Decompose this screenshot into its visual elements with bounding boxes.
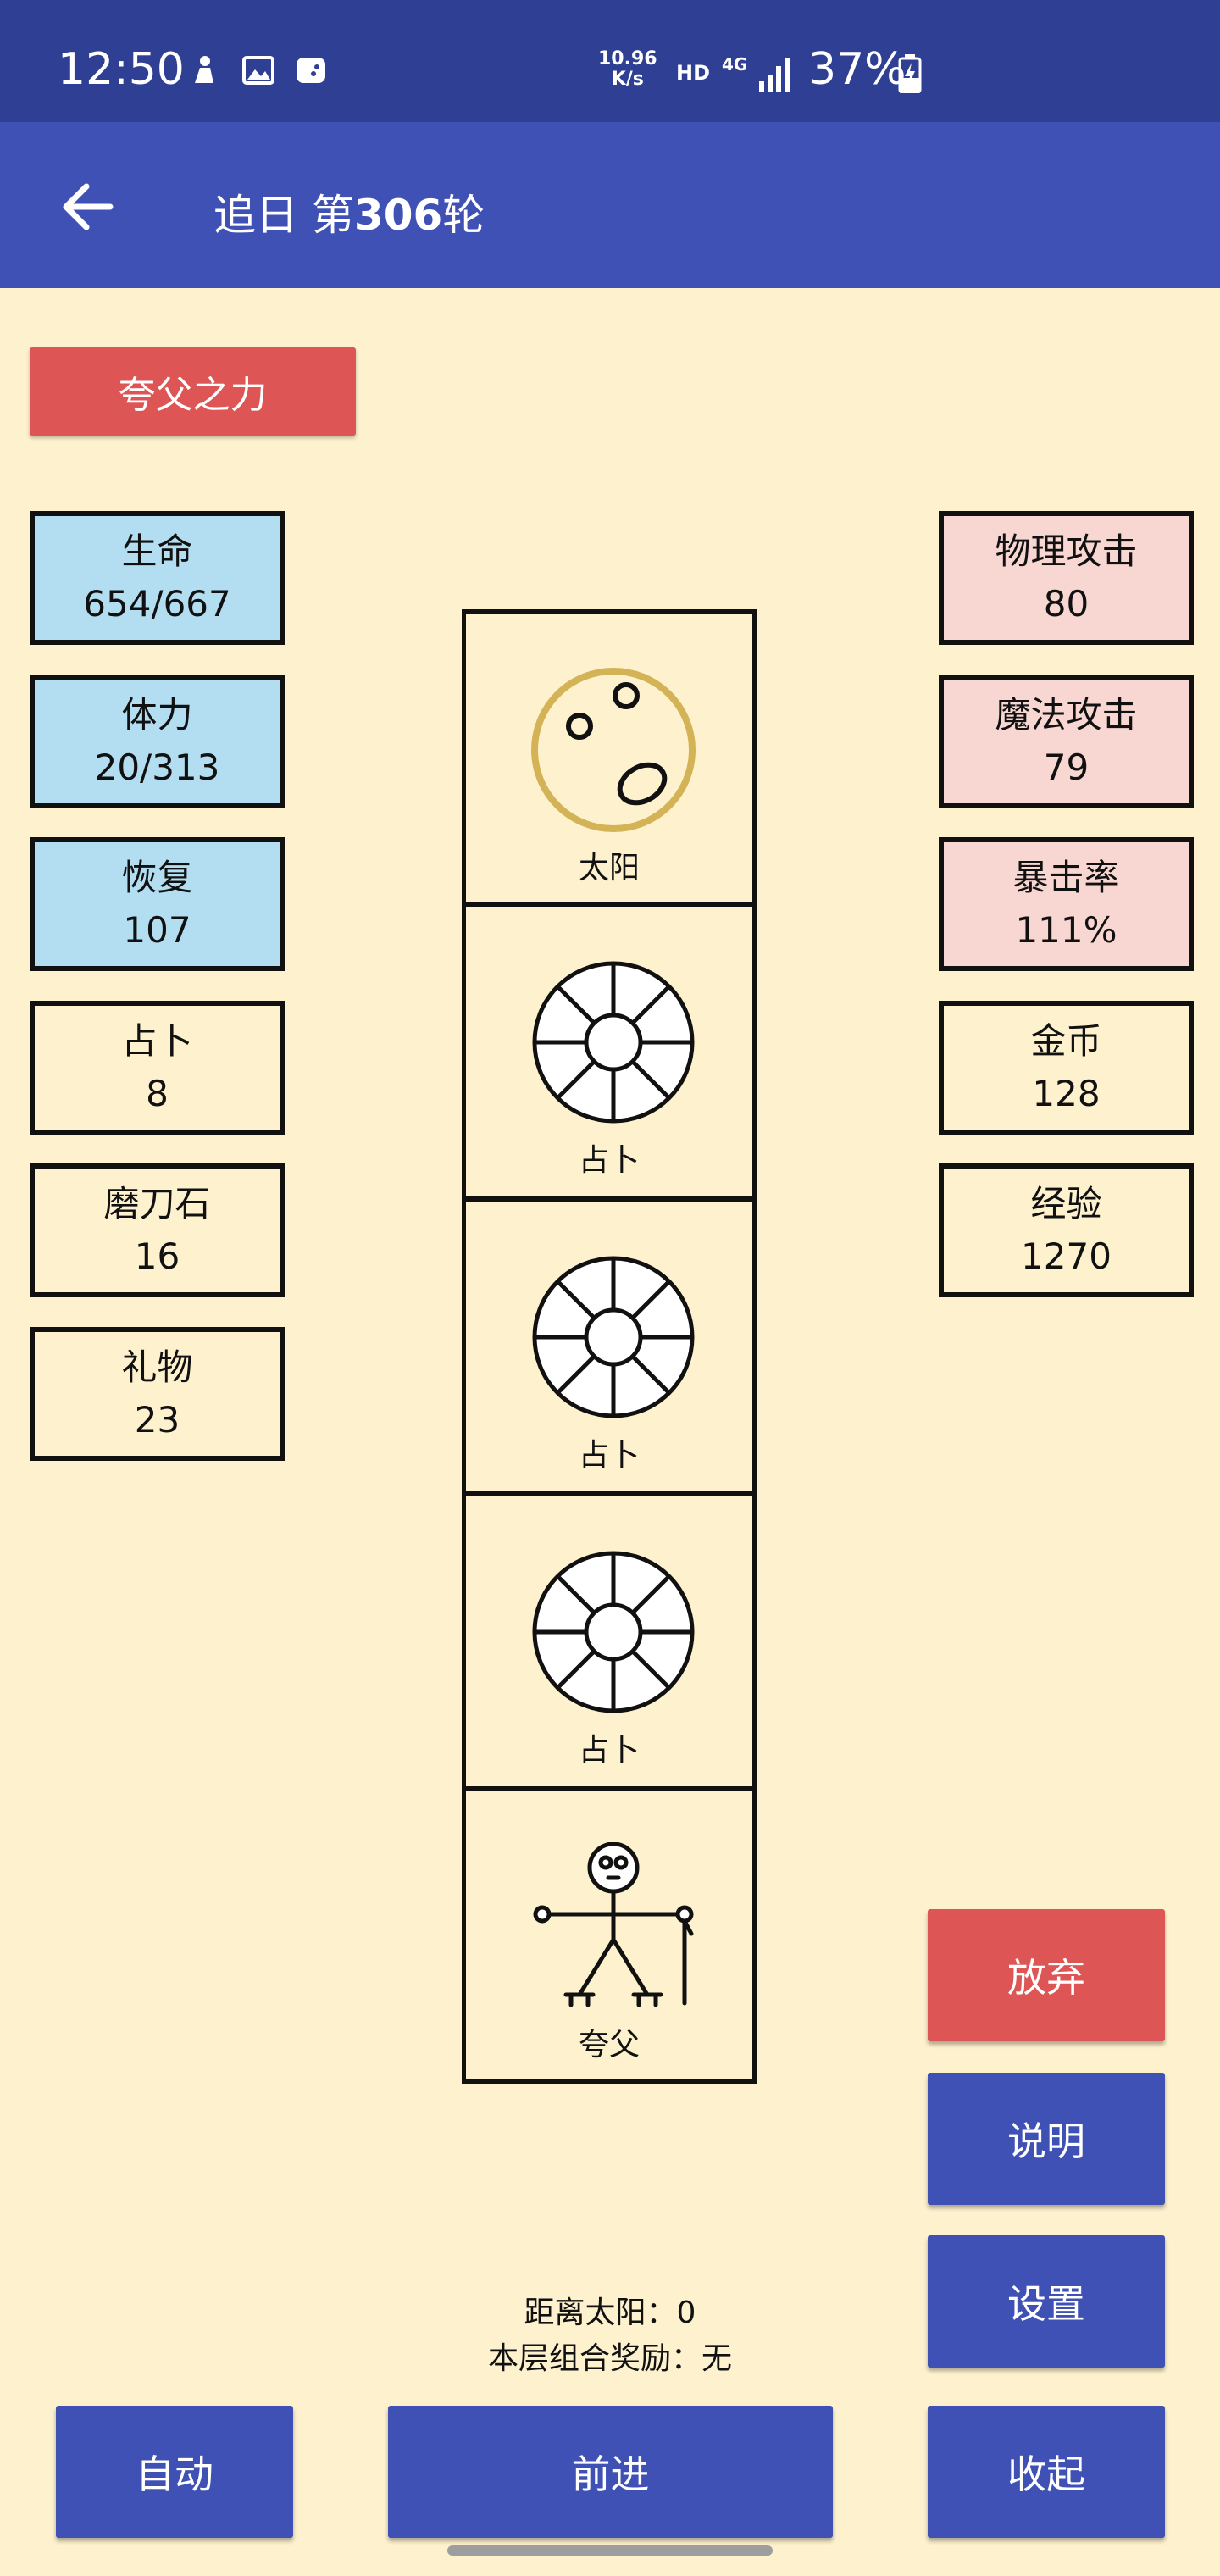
kuafu-stick-figure-icon: [533, 1842, 694, 2007]
stat-value: 23: [134, 1399, 180, 1441]
app-bar: 追日 第306轮: [0, 122, 1220, 288]
sun-icon: [531, 668, 696, 832]
stat-gift: 礼物 23: [30, 1327, 285, 1461]
divination-wheel-icon: [532, 961, 695, 1124]
collapse-button[interactable]: 收起: [928, 2406, 1165, 2538]
stat-gold: 金币 128: [939, 1001, 1194, 1135]
round-number: 306: [353, 191, 443, 240]
net-speed-value: 10.96: [598, 48, 657, 69]
auto-button[interactable]: 自动: [56, 2406, 293, 2538]
give-up-button[interactable]: 放弃: [928, 1909, 1165, 2041]
cell-label: 夸父: [578, 2028, 640, 2062]
stat-label: 暴击率: [1012, 857, 1120, 898]
cell-divination[interactable]: 占卜: [462, 904, 757, 1199]
game-icon: [297, 58, 325, 83]
cell-label: 占卜: [578, 1143, 640, 1178]
status-bar: 12:50 10.96 K/s HD 4G 37%: [0, 0, 1220, 122]
stat-label: 占卜: [121, 1020, 193, 1062]
cell-divination[interactable]: 占卜: [462, 1494, 757, 1789]
forward-button[interactable]: 前进: [388, 2406, 833, 2538]
stat-crit-rate: 暴击率 111%: [939, 837, 1194, 971]
cell-kuafu[interactable]: 夸父: [462, 1789, 757, 2084]
net-speed-unit: K/s: [611, 69, 644, 90]
stat-label: 物理攻击: [995, 530, 1138, 572]
stat-stamina: 体力 20/313: [30, 675, 285, 808]
battery-charging-icon: [898, 54, 922, 93]
stat-value: 111%: [1015, 909, 1117, 951]
stat-value: 1270: [1021, 1235, 1112, 1277]
stat-value: 128: [1032, 1073, 1101, 1114]
stat-whetstone: 磨刀石 16: [30, 1163, 285, 1297]
cell-label: 占卜: [578, 1733, 640, 1768]
stat-value: 80: [1043, 583, 1090, 625]
page-title: 追日 第306轮: [214, 181, 485, 242]
net-speed: 10.96 K/s: [598, 49, 657, 90]
battery-level: 37%: [808, 44, 907, 95]
divination-wheel-icon: [532, 1551, 695, 1713]
person-icon: [195, 56, 214, 83]
settings-button[interactable]: 设置: [928, 2235, 1165, 2368]
cell-label: 占卜: [578, 1438, 640, 1473]
kuafu-power-button[interactable]: 夸父之力: [30, 347, 356, 436]
stat-label: 礼物: [121, 1346, 193, 1388]
stat-value: 654/667: [83, 583, 231, 625]
stat-label: 金币: [1030, 1020, 1102, 1062]
stat-value: 16: [134, 1235, 180, 1277]
hd-indicator: HD: [676, 61, 711, 85]
stat-magic-attack: 魔法攻击 79: [939, 675, 1194, 808]
title-prefix: 追日 第: [214, 191, 354, 240]
divination-wheel-icon: [532, 1256, 695, 1418]
stat-value: 107: [123, 909, 191, 951]
distance-to-sun: 距离太阳：0: [524, 2296, 696, 2330]
stat-label: 体力: [121, 694, 193, 736]
gesture-nav-bar[interactable]: [447, 2545, 773, 2556]
stat-divination: 占卜 8: [30, 1001, 285, 1135]
combo-reward: 本层组合奖励：无: [487, 2341, 732, 2376]
arrow-back-icon[interactable]: [61, 180, 115, 234]
signal-icon: [759, 58, 790, 92]
cell-divination[interactable]: 占卜: [462, 1199, 757, 1494]
stat-label: 磨刀石: [103, 1183, 211, 1224]
stat-label: 经验: [1030, 1183, 1102, 1224]
image-icon: [242, 56, 274, 85]
stat-experience: 经验 1270: [939, 1163, 1194, 1297]
stat-hp: 生命 654/667: [30, 511, 285, 645]
network-type: 4G: [722, 54, 748, 75]
stat-value: 8: [146, 1073, 169, 1114]
stat-label: 恢复: [121, 857, 193, 898]
stat-label: 魔法攻击: [995, 694, 1138, 736]
stat-physical-attack: 物理攻击 80: [939, 511, 1194, 645]
cell-label: 太阳: [578, 851, 640, 886]
help-button[interactable]: 说明: [928, 2073, 1165, 2205]
path-column: 太阳 占卜 占卜: [462, 609, 758, 2084]
stat-value: 79: [1043, 747, 1090, 788]
stat-recovery: 恢复 107: [30, 837, 285, 971]
status-time: 12:50: [58, 44, 185, 95]
stat-label: 生命: [121, 530, 193, 572]
cell-sun[interactable]: 太阳: [462, 609, 757, 904]
title-suffix: 轮: [442, 191, 485, 240]
stat-value: 20/313: [94, 747, 220, 788]
